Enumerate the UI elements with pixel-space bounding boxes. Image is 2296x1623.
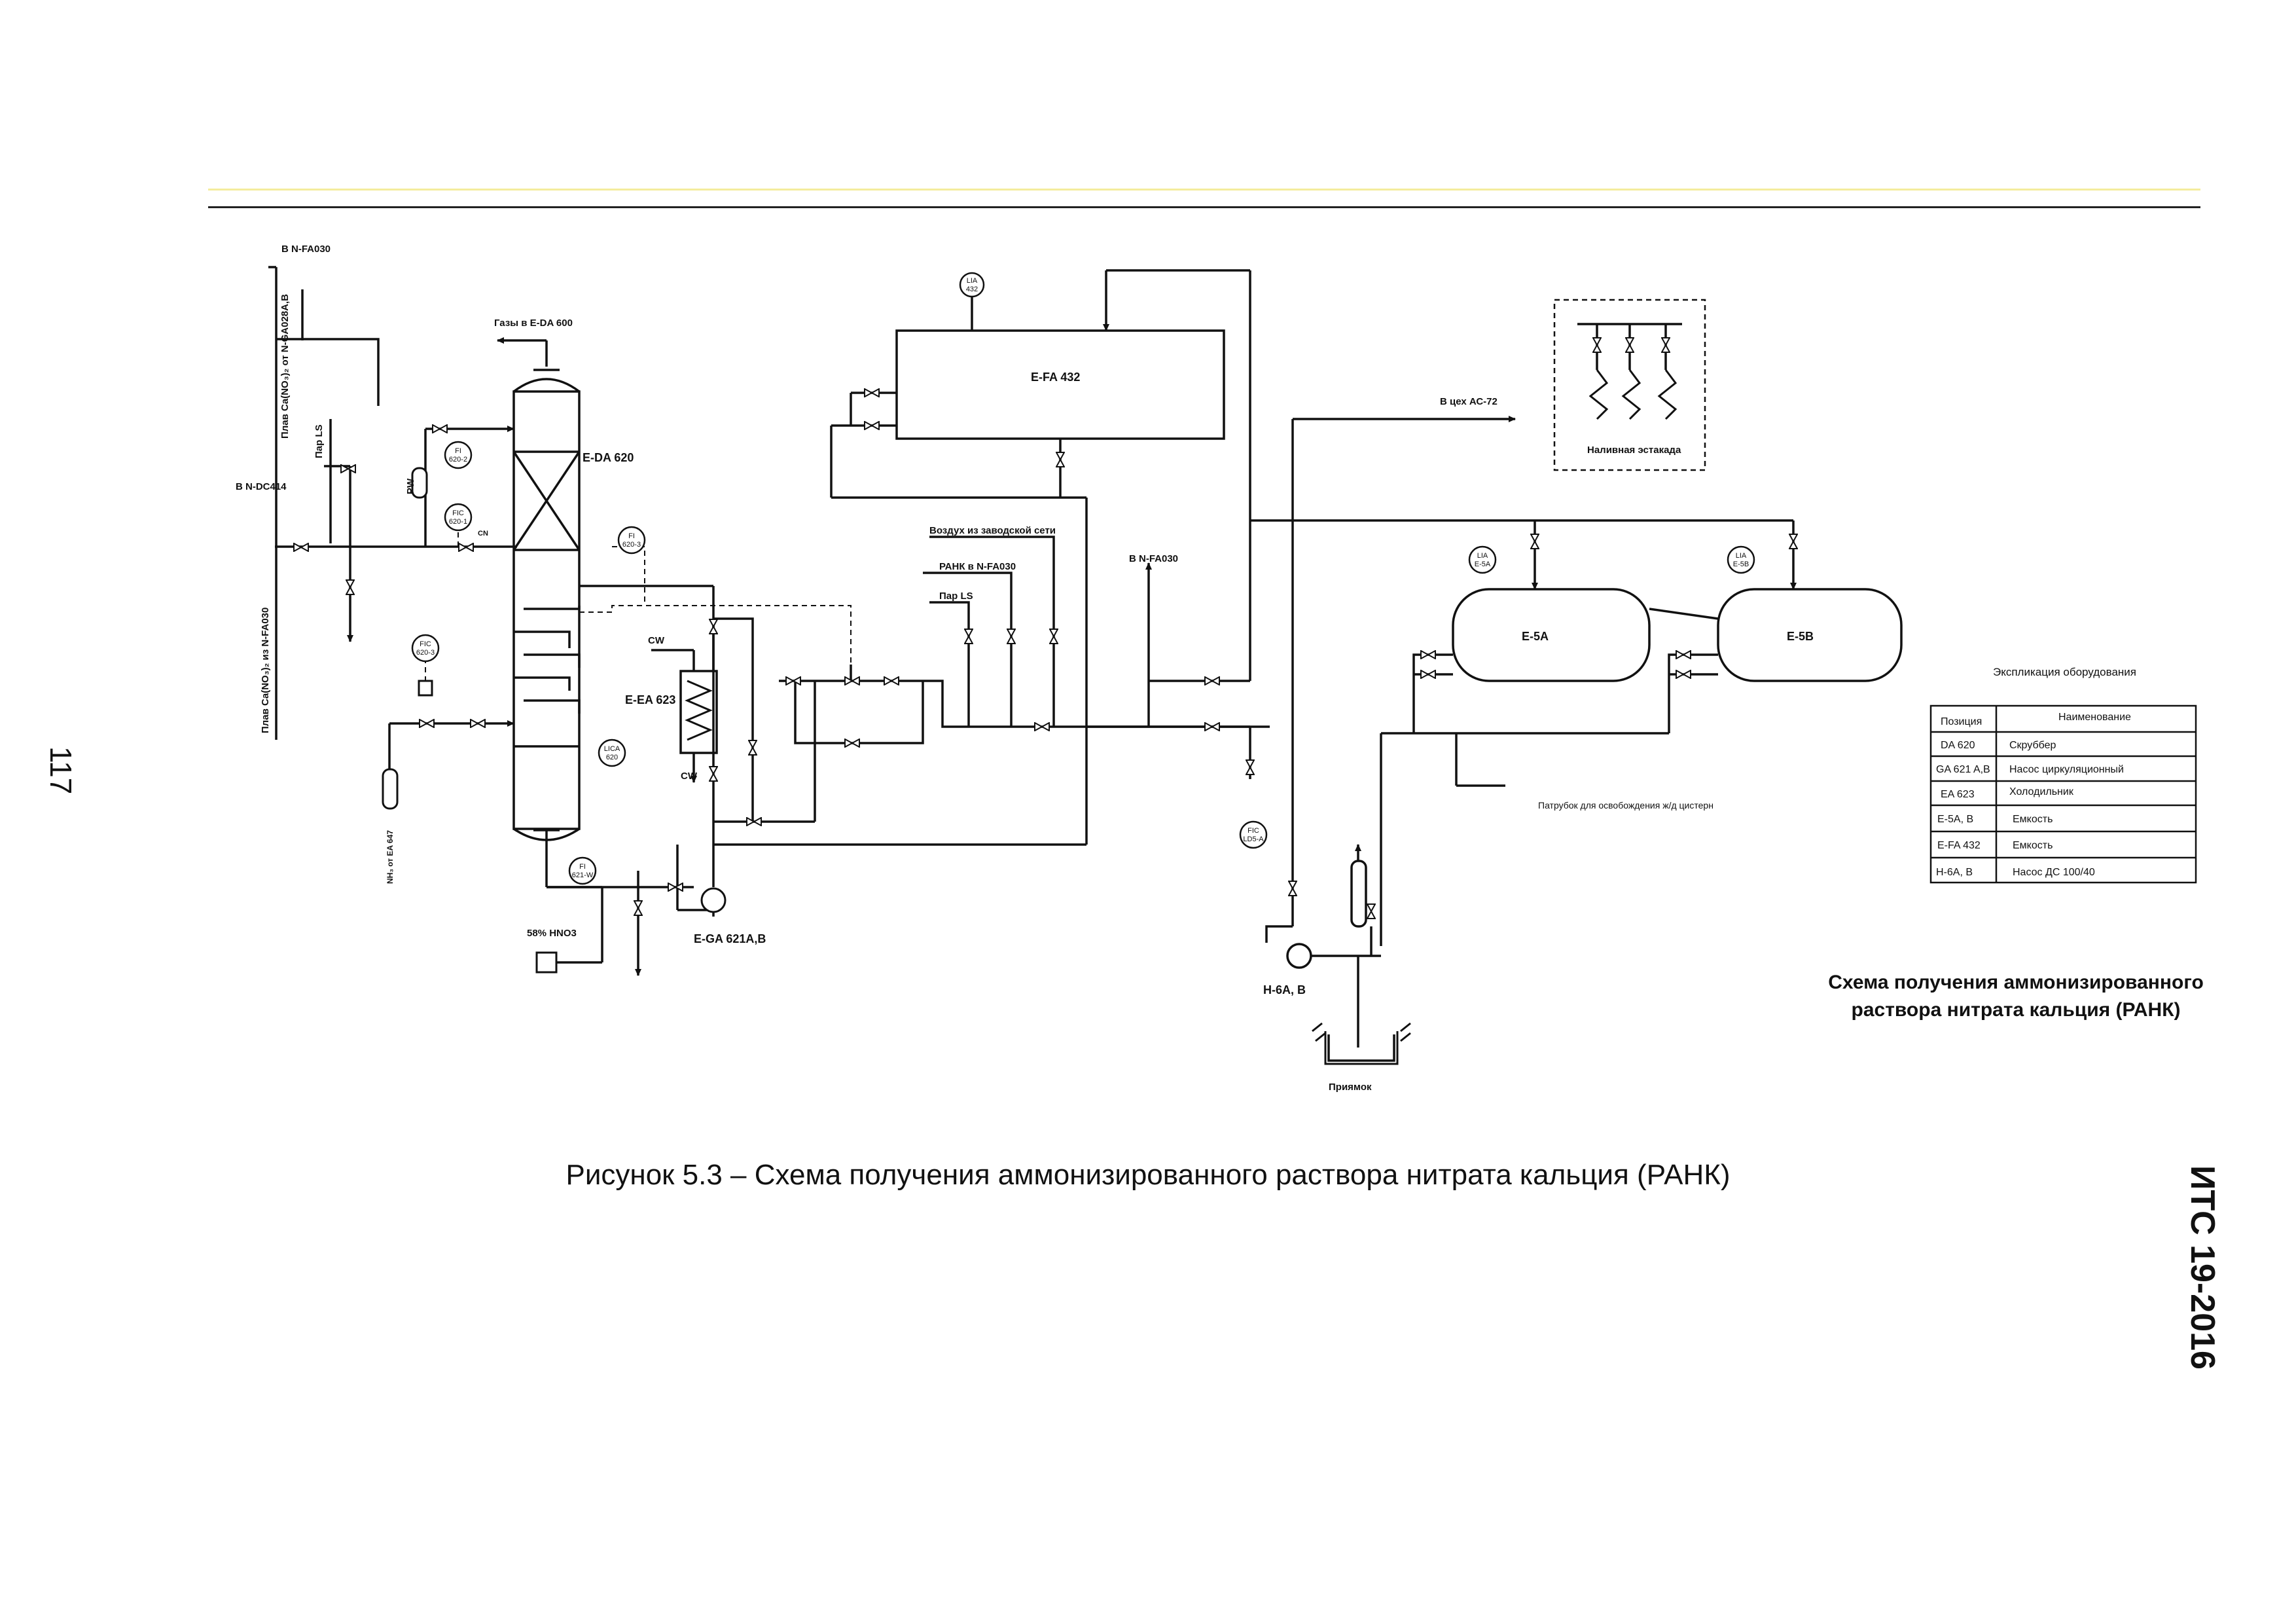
- label-nh3: NH₃ от EA 647: [386, 830, 395, 884]
- legend-row-name: Холодильник: [2009, 786, 2074, 797]
- legend-row-name: Скруббер: [2009, 740, 2056, 751]
- column-e-da-620: [512, 390, 581, 830]
- ficld5-num: LD5-A: [1243, 835, 1264, 843]
- control-box: [418, 680, 433, 697]
- instrument-lia-e-5a: [1468, 545, 1497, 574]
- fi6202-num: 620-2: [449, 456, 467, 464]
- lica620-tag: LICA: [604, 745, 620, 753]
- instrument-lica-620: [598, 739, 626, 767]
- lia432-num: 432: [966, 285, 978, 293]
- instrument-fic-620: [411, 634, 440, 663]
- ficld5-tag: FIC: [1247, 827, 1259, 835]
- label-eea623: E-EA 623: [625, 693, 675, 706]
- instrument-fic-ld5: [1239, 820, 1268, 849]
- instrument-fi-620-3: [617, 526, 646, 555]
- label-rank: РАНК в N-FA030: [939, 561, 1016, 572]
- label-air: Воздух из заводской сети: [929, 525, 1056, 536]
- legend-row-name: Емкость: [2013, 840, 2053, 851]
- lia5b-num: E-5B: [1733, 560, 1749, 568]
- label-to-ac72: В цех АС-72: [1440, 396, 1498, 407]
- label-steam-ls2: Пар LS: [939, 591, 973, 602]
- nh3-vessel: [382, 768, 399, 810]
- diagram-title-line1: Схема получения аммонизированного: [1828, 972, 2204, 993]
- header-rule-yellow: [208, 189, 2200, 191]
- label-pw: PW: [405, 478, 416, 494]
- legend-row-pos: GA 621 A,B: [1936, 764, 1990, 775]
- legend-row-pos: DA 620: [1941, 740, 1975, 751]
- instrument-lia-e-5b: [1727, 545, 1755, 574]
- label-gases: Газы в E-DA 600: [494, 318, 573, 329]
- legend-row-name: Насос циркуляционный: [2009, 764, 2124, 775]
- loading-arms: [1588, 369, 1677, 420]
- exchanger-e-ea-623: [679, 670, 718, 754]
- label-pit: Приямок: [1329, 1082, 1372, 1093]
- label-to-nfa030-top: В N-FA030: [281, 244, 331, 255]
- equipment-legend: Экспликация оборудования Позиция Наимено…: [1929, 666, 2197, 884]
- label-to-nfa030-mid: В N-FA030: [1129, 553, 1178, 564]
- tank-e-5a: [1452, 588, 1651, 682]
- fi6202-tag: FI: [455, 447, 461, 455]
- label-plav-from-nfa: Плав Ca(NO₃)₂ из N-FA030: [260, 608, 271, 733]
- pump-e-ga-621: [700, 887, 726, 913]
- pump-h-6a: [1286, 943, 1312, 969]
- instrument-lia-432: [959, 272, 985, 298]
- legend-header-name: Наименование: [2058, 712, 2131, 723]
- label-ega621: E-GA 621A,B: [694, 932, 766, 945]
- lia5a-tag: LIA: [1477, 552, 1488, 560]
- legend-row-pos: E-5A, B: [1937, 814, 1973, 825]
- label-e5a: E-5A: [1522, 630, 1549, 643]
- instrument-fi-620-2: [444, 441, 473, 469]
- fic620-tag: FIC: [420, 640, 431, 648]
- label-efa432: E-FA 432: [1031, 371, 1080, 384]
- header-rule: [208, 206, 2200, 208]
- fic6201-tag: FIC: [452, 509, 464, 517]
- fi621-num: 621-W: [572, 871, 594, 879]
- lia5a-num: E-5A: [1475, 560, 1491, 568]
- legend-row-pos: E-FA 432: [1937, 840, 1981, 851]
- lia5b-tag: LIA: [1736, 552, 1747, 560]
- label-plav-from-nga: Плав Ca(NO₃)₂ от N-GA028A,B: [279, 294, 291, 439]
- label-eda620: E-DA 620: [583, 451, 634, 464]
- diagram-title-line2: раствора нитрата кальция (РАНК): [1852, 999, 2181, 1021]
- tank-e-fa-432: [895, 329, 1225, 440]
- pw-vessel: [411, 467, 428, 499]
- lia432-tag: LIA: [967, 277, 978, 285]
- label-e5b: E-5B: [1787, 630, 1814, 643]
- hno3-tank: [535, 951, 558, 974]
- pit: [1312, 1022, 1411, 1065]
- legend-row-name: Насос ДС 100/40: [2013, 867, 2095, 878]
- fic620-num: 620-3: [416, 649, 435, 657]
- instrument-fi-621: [568, 856, 597, 885]
- figure-caption: Рисунок 5.3 – Схема получения аммонизиро…: [565, 1159, 1731, 1191]
- label-cw-out: CW: [681, 771, 698, 782]
- lica620-num: 620: [606, 754, 618, 761]
- label-cn: CN: [478, 530, 488, 538]
- label-steam-ls: Пар LS: [314, 424, 325, 458]
- legend-header-pos: Позиция: [1941, 716, 1982, 727]
- fi621-tag: FI: [579, 863, 586, 871]
- label-loading: Наливная эстакада: [1587, 445, 1681, 456]
- loading-rack: [1553, 299, 1706, 471]
- legend-title: Экспликация оборудования: [1993, 666, 2136, 678]
- legend-row-pos: H-6A, B: [1936, 867, 1973, 878]
- label-to-ndc414: В N-DC414: [236, 481, 287, 492]
- fi6203-num: 620-3: [622, 541, 641, 549]
- label-cw-in: CW: [648, 635, 665, 646]
- label-hno3: 58% HNO3: [527, 928, 577, 939]
- legend-row-pos: EA 623: [1941, 789, 1975, 800]
- tank-e-5b: [1717, 588, 1903, 682]
- fi6203-tag: FI: [628, 532, 635, 540]
- label-h6: H-6A, B: [1263, 983, 1306, 996]
- fic6201-num: 620-1: [449, 518, 467, 526]
- legend-row-name: Емкость: [2013, 814, 2053, 825]
- exchanger-coil: [685, 680, 713, 741]
- label-nozzle: Патрубок для освобождения ж/д цистерн: [1538, 800, 1713, 811]
- instrument-fic-620-1: [444, 503, 473, 532]
